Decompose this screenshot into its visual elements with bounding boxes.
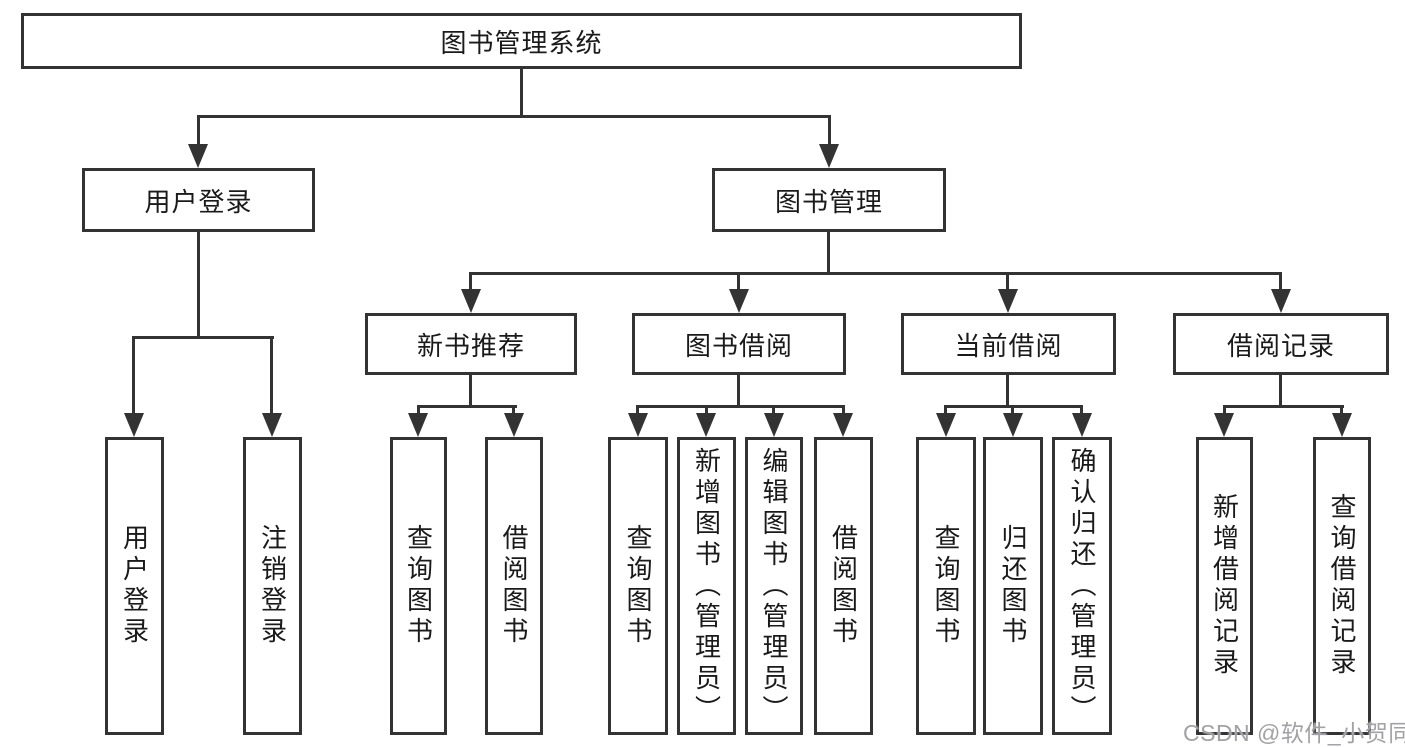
leaf-user-login: 用户登录 xyxy=(105,437,164,735)
connector-book-borrow-stem xyxy=(737,375,740,408)
arrowhead-bb-leaf2 xyxy=(696,413,716,437)
leaf-borrow-books-recommend: 借阅图书 xyxy=(485,437,543,735)
node-current-borrow: 当前借阅 xyxy=(901,313,1116,375)
leaf-return-books-label: 归还图书 xyxy=(998,524,1028,648)
leaf-query-books-borrow-label: 查询图书 xyxy=(623,524,653,648)
connector-root-stem xyxy=(520,69,523,118)
arrowhead-leaf-logout xyxy=(262,413,282,437)
connector-book-mgmt-shaft xyxy=(828,115,831,146)
leaf-edit-books-admin: 编辑图书（管理员） xyxy=(745,437,803,735)
node-book-borrow-label: 图书借阅 xyxy=(684,330,793,361)
leaf-logout-label: 注销登录 xyxy=(257,524,288,648)
leaf-add-books-admin-label: 新增图书（管理员） xyxy=(691,446,722,726)
arrowhead-new-book xyxy=(461,289,481,313)
arrowhead-nb-leaf1 xyxy=(408,413,428,437)
arrowhead-bb-leaf1 xyxy=(628,413,648,437)
node-user-login-label: 用户登录 xyxy=(144,186,253,217)
watermark-text: CSDN @软件_小贺同学 xyxy=(1183,720,1405,746)
node-book-management-label: 图书管理 xyxy=(774,186,883,217)
connector-bb-leaf4-shaft xyxy=(842,405,845,417)
connector-book-mgmt-stem xyxy=(827,232,830,275)
connector-bb-leaf3-shaft xyxy=(772,405,775,417)
arrowhead-nb-leaf2 xyxy=(504,413,524,437)
node-book-management: 图书管理 xyxy=(712,168,946,232)
connector-cb-leaf2-shaft xyxy=(1011,405,1014,417)
leaf-query-borrow-record-label: 查询借阅记录 xyxy=(1327,493,1357,679)
leaf-edit-books-admin-label: 编辑图书（管理员） xyxy=(759,446,789,726)
connector-book-borrow-shaft xyxy=(737,272,740,292)
leaf-confirm-return-admin: 确认归还（管理员） xyxy=(1052,437,1112,735)
connector-new-book-horizontal xyxy=(417,405,517,408)
connector-book-borrow-horizontal xyxy=(636,405,845,408)
leaf-query-books-recommend-label: 查询图书 xyxy=(403,524,434,648)
connector-borrow-record-shaft xyxy=(1279,272,1282,292)
leaf-confirm-return-admin-label: 确认归还（管理员） xyxy=(1067,446,1097,726)
connector-user-login-shaft xyxy=(197,115,200,146)
leaf-query-books-current-label: 查询图书 xyxy=(931,524,961,648)
leaf-query-books-recommend: 查询图书 xyxy=(390,437,447,735)
arrowhead-borrow-record xyxy=(1271,289,1291,313)
node-book-borrow: 图书借阅 xyxy=(632,313,846,375)
node-new-book-recommend: 新书推荐 xyxy=(365,313,577,375)
leaf-borrow-books: 借阅图书 xyxy=(814,437,873,735)
connector-nb-leaf1-shaft xyxy=(417,405,420,417)
connector-br-leaf1-shaft xyxy=(1223,405,1226,417)
connector-leaf-login-shaft xyxy=(132,336,135,415)
arrowhead-bb-leaf4 xyxy=(833,413,853,437)
arrowhead-book-borrow xyxy=(729,289,749,313)
connector-bb-leaf1-shaft xyxy=(636,405,639,417)
connector-new-book-stem xyxy=(469,375,472,408)
connector-nb-leaf2-shaft xyxy=(512,405,515,417)
connector-bb-leaf2-shaft xyxy=(705,405,708,417)
connector-borrow-record-stem xyxy=(1279,375,1282,408)
arrowhead-br-leaf1 xyxy=(1214,413,1234,437)
arrowhead-current-borrow xyxy=(998,289,1018,313)
arrowhead-user-login xyxy=(188,144,208,168)
connector-level3-horizontal xyxy=(469,272,1282,275)
connector-leaf-logout-shaft xyxy=(270,336,273,415)
leaf-add-borrow-record-label: 新增借阅记录 xyxy=(1209,493,1240,679)
leaf-return-books: 归还图书 xyxy=(983,437,1043,735)
connector-current-borrow-stem xyxy=(1006,375,1009,408)
arrowhead-cb-leaf3 xyxy=(1072,413,1092,437)
leaf-logout: 注销登录 xyxy=(243,437,302,735)
connector-root-horizontal xyxy=(197,115,831,118)
connector-cb-leaf3-shaft xyxy=(1080,405,1083,417)
node-user-login: 用户登录 xyxy=(82,168,315,232)
node-borrow-records-label: 借阅记录 xyxy=(1226,330,1335,361)
leaf-query-books-current: 查询图书 xyxy=(916,437,976,735)
connector-borrow-record-horizontal xyxy=(1223,405,1344,408)
leaf-borrow-books-recommend-label: 借阅图书 xyxy=(499,524,529,648)
node-new-book-recommend-label: 新书推荐 xyxy=(416,330,525,361)
connector-br-leaf2-shaft xyxy=(1340,405,1343,417)
node-current-borrow-label: 当前借阅 xyxy=(954,330,1063,361)
node-root-library-system: 图书管理系统 xyxy=(21,13,1022,69)
arrowhead-cb-leaf1 xyxy=(936,413,956,437)
arrowhead-bb-leaf3 xyxy=(764,413,784,437)
connector-new-book-shaft xyxy=(469,272,472,292)
leaf-query-borrow-record: 查询借阅记录 xyxy=(1313,437,1371,735)
leaf-borrow-books-label: 借阅图书 xyxy=(828,524,859,648)
arrowhead-leaf-login xyxy=(124,413,144,437)
connector-current-borrow-shaft xyxy=(1006,272,1009,292)
leaf-add-books-admin: 新增图书（管理员） xyxy=(677,437,736,735)
leaf-query-books-borrow: 查询图书 xyxy=(608,437,668,735)
leaf-add-borrow-record: 新增借阅记录 xyxy=(1196,437,1253,735)
node-root-label: 图书管理系统 xyxy=(440,27,603,58)
node-borrow-records: 借阅记录 xyxy=(1173,313,1389,375)
arrowhead-cb-leaf2 xyxy=(1003,413,1023,437)
connector-cb-leaf1-shaft xyxy=(944,405,947,417)
leaf-user-login-label: 用户登录 xyxy=(119,524,150,648)
connector-user-login-horizontal xyxy=(132,336,274,339)
connector-user-login-stem xyxy=(197,232,200,339)
arrowhead-br-leaf2 xyxy=(1332,413,1352,437)
arrowhead-book-mgmt xyxy=(819,144,839,168)
